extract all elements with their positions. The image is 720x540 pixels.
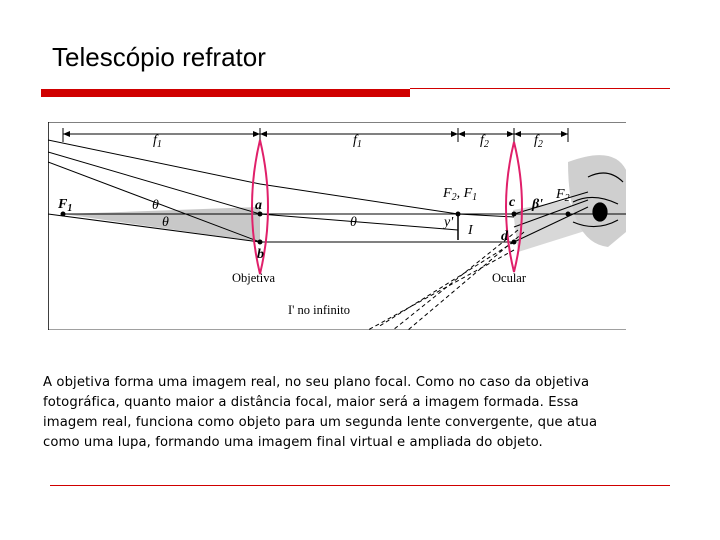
- incoming-rays: [47, 139, 515, 243]
- focal-dimension-lines: [62, 128, 569, 142]
- telescope-diagram: f1 f1 f2 f2 F1 θ θ θ a b c d F2, F1 F2 y…: [47, 121, 631, 331]
- caption-text: A objetiva forma uma imagem real, no seu…: [43, 373, 643, 453]
- caption-line: A objetiva forma uma imagem real, no seu…: [43, 375, 590, 390]
- point-F2-F1prime: [455, 211, 461, 217]
- beta-prime-label: β': [531, 197, 543, 212]
- I-label: I: [467, 223, 474, 238]
- infinity-label: I' no infinito: [288, 303, 350, 317]
- F2prime-label: F2: [555, 187, 570, 204]
- objective-shade: [63, 207, 260, 242]
- caption-line: como uma lupa, formando uma imagem final…: [43, 435, 543, 450]
- objective-lens: [251, 139, 269, 275]
- ocular-label: Ocular: [492, 271, 527, 285]
- virtual-rays: [367, 229, 525, 331]
- point-b-label: b: [257, 247, 264, 262]
- F1-label: F1: [57, 197, 72, 214]
- point-F2prime: [565, 211, 571, 217]
- eye-sketch: [572, 172, 624, 228]
- point-a: [257, 211, 263, 217]
- caption-line: fotográfica, quanto maior a distância fo…: [43, 395, 579, 410]
- y-prime-label: y': [442, 215, 454, 230]
- theta-right-label: θ: [350, 215, 357, 230]
- objective-label: Objetiva: [232, 271, 275, 285]
- f1-left-label: f1: [153, 133, 162, 150]
- bottom-divider-line: [50, 485, 670, 486]
- title-accent-bar: [41, 89, 410, 97]
- f2-right-label: f2: [534, 133, 543, 150]
- theta-lower-label: θ: [162, 215, 169, 230]
- point-b: [257, 239, 263, 245]
- f1-right-label: f1: [353, 133, 362, 150]
- point-F1: [60, 211, 66, 217]
- ocular-lens: [505, 141, 523, 273]
- caption-line: imagem real, funciona como objeto para u…: [43, 415, 598, 430]
- point-c: [511, 211, 517, 217]
- slide-title: Telescópio refrator: [52, 42, 266, 72]
- theta-upper-label: θ: [152, 198, 159, 213]
- F2-F1prime-label: F2, F1: [442, 186, 477, 203]
- eye-shade: [568, 155, 631, 247]
- title-divider-line: [410, 88, 670, 89]
- f2-left-label: f2: [480, 133, 489, 150]
- point-d: [511, 239, 517, 245]
- point-c-label: c: [509, 195, 516, 210]
- point-a-label: a: [255, 198, 262, 213]
- emergent-rays: [513, 191, 589, 243]
- point-d-label: d: [501, 229, 509, 244]
